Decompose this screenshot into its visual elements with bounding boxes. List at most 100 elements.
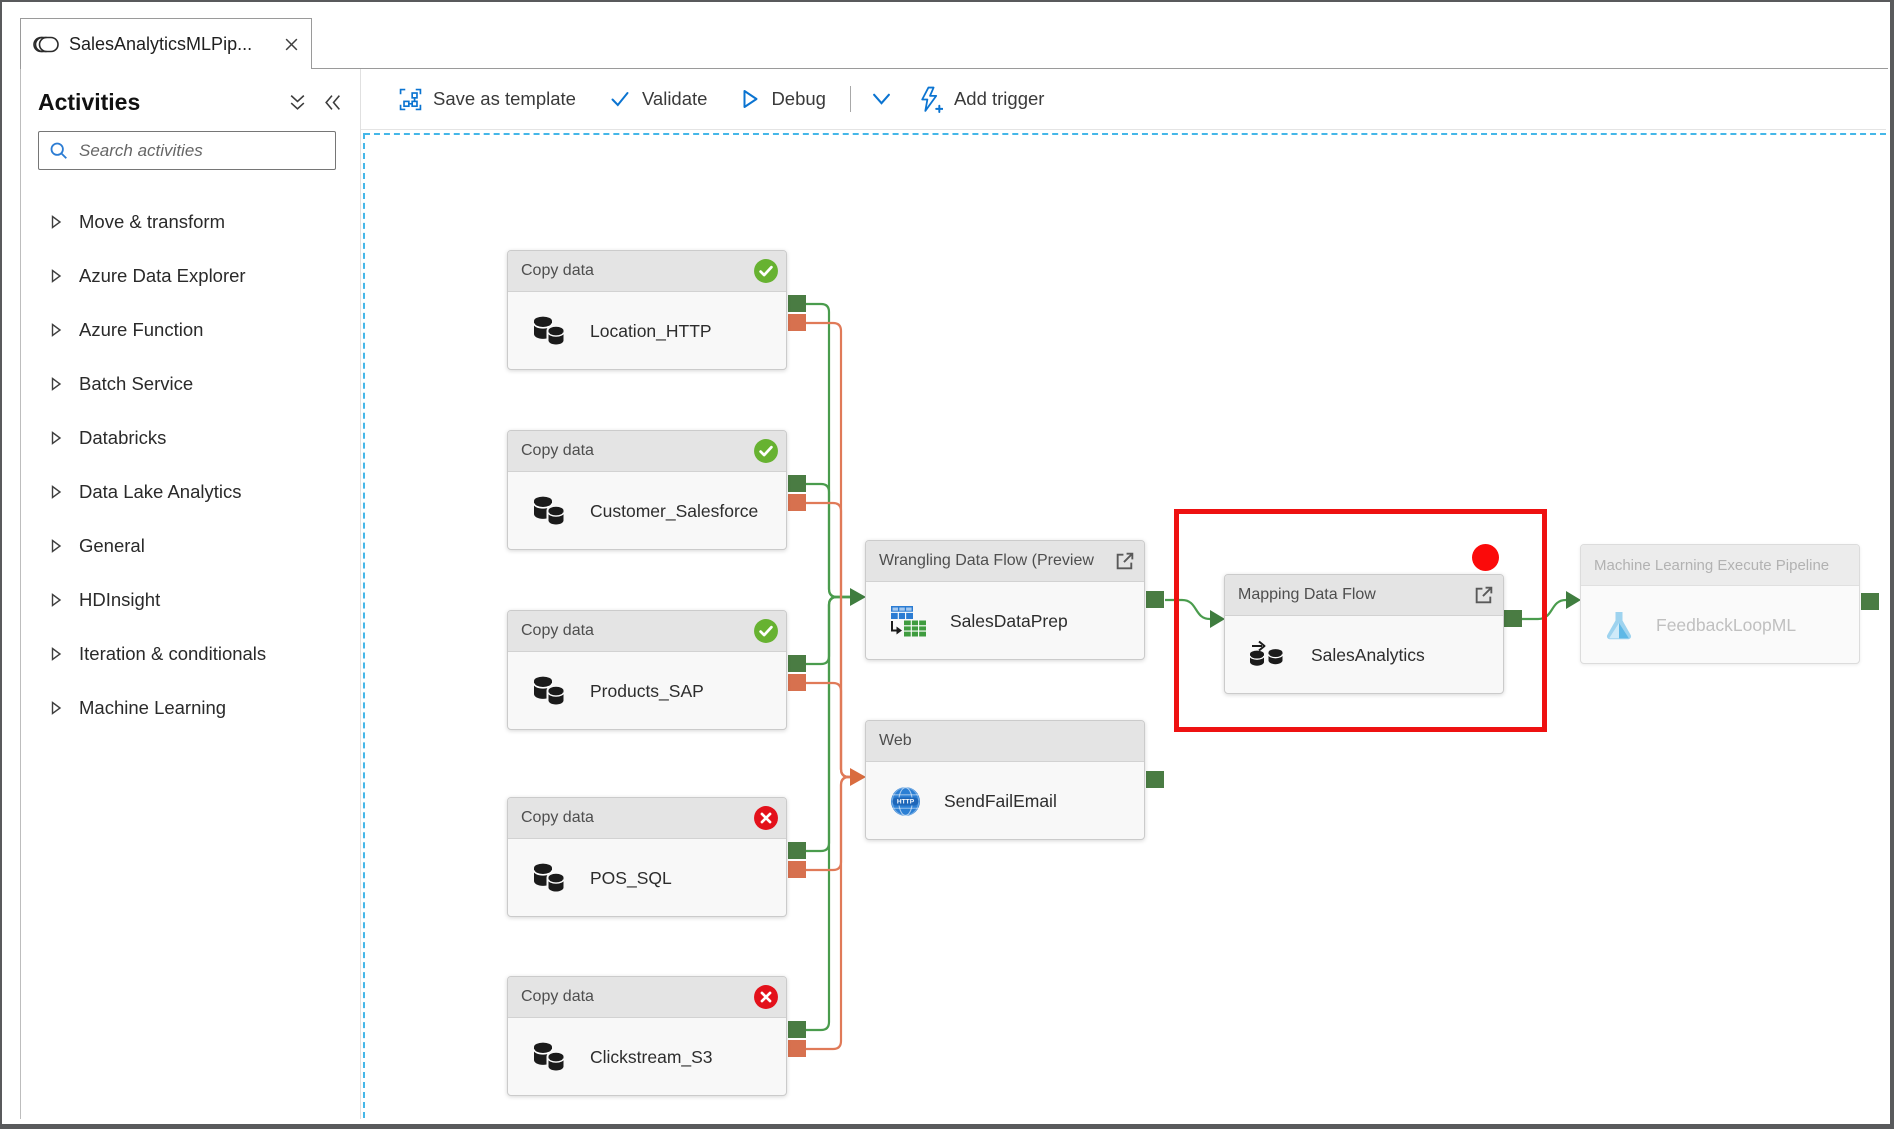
collapse-panel-icon[interactable] xyxy=(323,94,342,111)
validate-button[interactable]: Validate xyxy=(609,88,707,110)
failure-port[interactable] xyxy=(788,314,806,331)
category-label: Azure Data Explorer xyxy=(79,265,246,286)
failure-port[interactable] xyxy=(788,1040,806,1057)
save-as-template-label: Save as template xyxy=(433,88,576,109)
activity-node-salesdataprep[interactable]: Wrangling Data Flow (Preview xyxy=(865,540,1145,660)
copy-data-icon xyxy=(531,1041,568,1074)
sidebar-item-iteration-conditionals[interactable]: Iteration & conditionals xyxy=(38,627,350,681)
pipeline-icon xyxy=(33,36,59,53)
activity-body: SalesAnalytics xyxy=(1225,616,1503,695)
activity-type-label: Mapping Data Flow xyxy=(1238,586,1376,603)
success-port[interactable] xyxy=(788,1021,806,1038)
category-label: Azure Function xyxy=(79,319,204,340)
failure-port[interactable] xyxy=(788,494,806,511)
add-trigger-button[interactable]: Add trigger xyxy=(918,86,1044,113)
activity-name: POS_SQL xyxy=(590,868,672,888)
sidebar-item-machine-learning[interactable]: Machine Learning xyxy=(38,681,350,735)
expander-triangle-icon xyxy=(51,215,62,229)
activity-body: Location_HTTP xyxy=(508,292,786,371)
activities-panel: Activities xyxy=(20,69,360,1119)
activity-name: Customer_Salesforce xyxy=(590,501,759,521)
activity-node-products-sap[interactable]: Copy data Products_SAP xyxy=(507,610,787,730)
activity-type-label: Wrangling Data Flow (Preview xyxy=(879,552,1094,569)
pipeline-tab[interactable]: SalesAnalyticsMLPip... xyxy=(20,18,312,69)
activity-node-feedbackloopml[interactable]: Machine Learning Execute Pipeline Feedba… xyxy=(1580,544,1860,664)
success-port[interactable] xyxy=(788,475,806,492)
activity-header: Web xyxy=(866,721,1144,762)
activity-name: Clickstream_S3 xyxy=(590,1047,713,1067)
activity-type-label: Copy data xyxy=(521,262,594,279)
wrangling-tables-icon xyxy=(889,604,928,640)
sidebar-item-hdinsight[interactable]: HDInsight xyxy=(38,573,350,627)
activity-header: Copy data xyxy=(508,977,786,1018)
category-label: Batch Service xyxy=(79,373,194,394)
copy-data-icon xyxy=(531,495,568,528)
activity-body: Customer_Salesforce xyxy=(508,472,786,551)
search-activities-box[interactable] xyxy=(38,131,336,170)
activity-body: Products_SAP xyxy=(508,652,786,731)
category-label: HDInsight xyxy=(79,589,161,610)
success-port[interactable] xyxy=(1504,610,1522,627)
status-failed-icon xyxy=(753,805,779,831)
success-port[interactable] xyxy=(788,842,806,859)
category-label: Data Lake Analytics xyxy=(79,481,242,502)
sidebar-item-batch-service[interactable]: Batch Service xyxy=(38,357,350,411)
svg-text:HTTP: HTTP xyxy=(897,799,915,806)
activity-body: POS_SQL xyxy=(508,839,786,918)
success-port[interactable] xyxy=(1146,771,1164,788)
open-data-flow-icon[interactable] xyxy=(1114,550,1136,572)
success-port[interactable] xyxy=(788,295,806,312)
expander-triangle-icon xyxy=(51,701,62,715)
activity-node-sendfailemail[interactable]: Web HTTP SendFailEmail xyxy=(865,720,1145,840)
activity-header: Wrangling Data Flow (Preview xyxy=(866,541,1144,582)
activity-body: SalesDataPrep xyxy=(866,582,1144,661)
activity-header: Copy data xyxy=(508,251,786,292)
activity-node-clickstream-s3[interactable]: Copy data Clickstream_S3 xyxy=(507,976,787,1096)
activity-node-location-http[interactable]: Copy data Location_HTTP xyxy=(507,250,787,370)
canvas-dashed-border-top xyxy=(364,133,1886,135)
expander-triangle-icon xyxy=(51,323,62,337)
debug-label: Debug xyxy=(771,88,826,109)
expander-triangle-icon xyxy=(51,377,62,391)
sidebar-item-data-lake-analytics[interactable]: Data Lake Analytics xyxy=(38,465,350,519)
success-port[interactable] xyxy=(788,655,806,672)
sidebar-item-databricks[interactable]: Databricks xyxy=(38,411,350,465)
activity-name: Products_SAP xyxy=(590,681,704,701)
activity-body: HTTP SendFailEmail xyxy=(866,762,1144,841)
expander-triangle-icon xyxy=(51,431,62,445)
activity-name: SalesAnalytics xyxy=(1311,645,1425,665)
pipeline-toolbar: Save as template Validate Debug xyxy=(361,69,1886,130)
validate-check-icon xyxy=(609,89,631,109)
toolbar-divider xyxy=(849,86,851,112)
canvas-dashed-border-left xyxy=(363,133,365,1118)
validate-label: Validate xyxy=(641,88,708,109)
search-activities-input[interactable] xyxy=(77,139,325,162)
success-port[interactable] xyxy=(1861,593,1879,610)
activity-header: Copy data xyxy=(508,611,786,652)
sidebar-item-move-transform[interactable]: Move & transform xyxy=(38,195,350,249)
activity-node-salesanalytics[interactable]: Mapping Data Flow xyxy=(1224,574,1504,694)
debug-button[interactable]: Debug xyxy=(740,88,826,110)
expander-triangle-icon xyxy=(51,485,62,499)
open-data-flow-icon[interactable] xyxy=(1473,584,1495,606)
activity-type-label: Copy data xyxy=(521,442,594,459)
expander-triangle-icon xyxy=(51,647,62,661)
activity-node-pos-sql[interactable]: Copy data POS_SQL xyxy=(507,797,787,917)
sidebar-item-azure-data-explorer[interactable]: Azure Data Explorer xyxy=(38,249,350,303)
copy-data-icon xyxy=(531,315,568,348)
failure-port[interactable] xyxy=(788,674,806,691)
success-port[interactable] xyxy=(1146,591,1164,608)
copy-data-icon xyxy=(531,862,568,895)
sidebar-item-general[interactable]: General xyxy=(38,519,350,573)
activity-node-customer-salesforce[interactable]: Copy data Customer_Salesforce xyxy=(507,430,787,550)
sidebar-item-azure-function[interactable]: Azure Function xyxy=(38,303,350,357)
tab-close-icon[interactable] xyxy=(284,37,299,52)
debug-options-chevron-icon[interactable] xyxy=(871,92,892,107)
save-as-template-button[interactable]: Save as template xyxy=(399,88,576,111)
debug-play-icon xyxy=(740,88,760,110)
activity-type-label: Copy data xyxy=(521,988,594,1005)
collapse-all-icon[interactable] xyxy=(288,94,307,111)
activity-category-list: Move & transform Azure Data Explorer Azu… xyxy=(38,195,350,735)
failure-port[interactable] xyxy=(788,861,806,878)
activity-type-label: Machine Learning Execute Pipeline xyxy=(1594,556,1830,574)
